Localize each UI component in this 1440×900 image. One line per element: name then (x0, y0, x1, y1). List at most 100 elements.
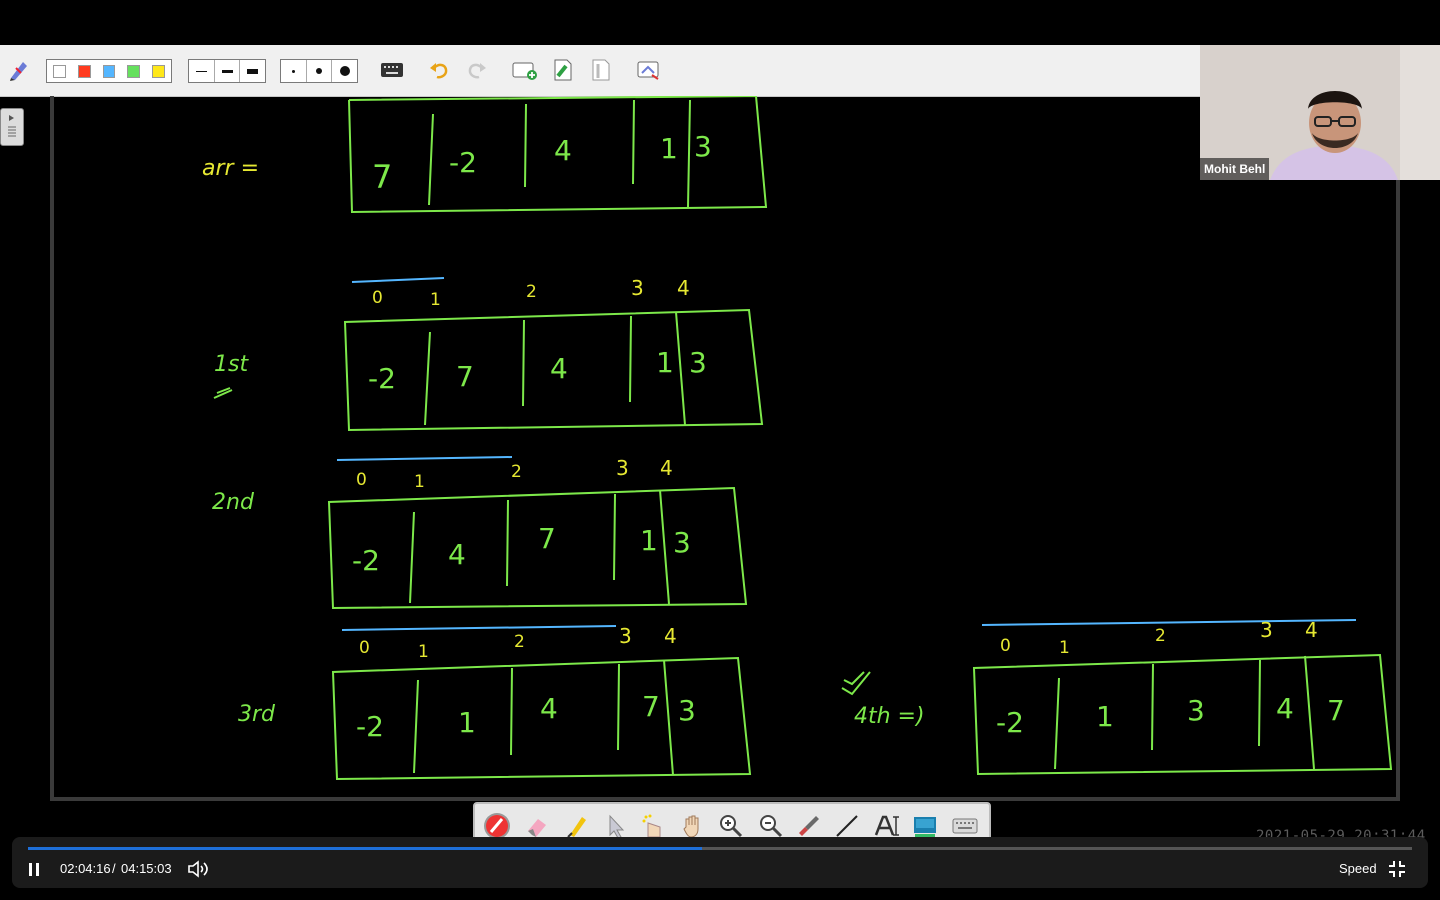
index-label: 4 (677, 276, 690, 300)
index-label: 3 (631, 276, 644, 300)
arr-label: arr = (202, 156, 259, 181)
laser-pointer-icon[interactable] (639, 812, 667, 840)
cell-value: 1 (656, 346, 674, 379)
page-forward-icon[interactable] (550, 57, 576, 83)
screenshot-icon[interactable] (636, 57, 662, 83)
sorted-marker-3rd (341, 625, 617, 631)
zoom-in-icon[interactable] (717, 812, 745, 840)
cell-value: -2 (356, 710, 384, 743)
row-1st-box (343, 308, 764, 432)
side-panel-toggle[interactable] (0, 108, 24, 146)
check-mark (841, 671, 871, 696)
cell-value: 4 (540, 692, 558, 725)
color-green[interactable] (127, 64, 141, 78)
keyboard-icon[interactable] (379, 57, 405, 83)
highlighter-icon[interactable] (563, 812, 591, 840)
index-label: 3 (1260, 618, 1273, 642)
arr-value: 4 (554, 134, 572, 167)
dot-size-picker (280, 59, 358, 83)
row-2nd-box (327, 486, 748, 610)
index-label: 4 (1305, 618, 1318, 642)
cell-value: 4 (550, 352, 568, 385)
color-yellow[interactable] (152, 64, 165, 78)
whiteboard-drawing (213, 96, 1393, 781)
index-label: 1 (418, 642, 429, 662)
arr-value: -2 (449, 146, 477, 179)
brush-icon[interactable] (795, 812, 823, 840)
row-3rd-box (331, 656, 752, 781)
hand-pan-icon[interactable] (679, 812, 707, 840)
row-4th-box (972, 653, 1393, 776)
video-player-controls: 02:04:16 / 04:15:03 Speed (12, 837, 1428, 888)
cell-value: 4 (1276, 692, 1294, 725)
time-separator: / (112, 861, 116, 876)
cell-value: -2 (352, 544, 380, 577)
sorted-marker-2nd (336, 456, 513, 461)
row-label: 4th =) (854, 704, 925, 729)
total-time: 04:15:03 (121, 861, 172, 876)
exit-fullscreen-button[interactable] (1387, 859, 1407, 879)
zoom-out-icon[interactable] (757, 812, 785, 840)
line-thick[interactable] (240, 60, 265, 82)
index-label: 3 (616, 456, 629, 480)
redo-icon[interactable] (464, 57, 490, 83)
presenter-name: Mohit Behl (1200, 158, 1270, 180)
row-3rd-dividers (413, 659, 674, 776)
cell-value: 1 (640, 524, 658, 557)
index-label: 2 (514, 632, 525, 652)
cell-value: 7 (456, 360, 474, 393)
dot-medium[interactable] (307, 60, 333, 82)
pen-off-icon[interactable] (483, 812, 511, 840)
index-label: 1 (414, 472, 425, 492)
row-1st-dividers (424, 311, 686, 426)
seek-bar-progress (28, 847, 702, 850)
index-label: 1 (1059, 638, 1070, 658)
line-tool-icon[interactable] (833, 812, 861, 840)
color-red[interactable] (77, 64, 91, 78)
cell-value: -2 (996, 706, 1024, 739)
speed-button[interactable]: Speed (1339, 861, 1377, 876)
text-tool-icon[interactable] (873, 812, 901, 840)
keyboard-input-icon[interactable] (951, 812, 979, 840)
index-label: 2 (1155, 626, 1166, 646)
cell-value: 3 (689, 346, 707, 379)
color-blue[interactable] (102, 64, 116, 78)
pause-button[interactable] (26, 860, 42, 878)
pause-icon (29, 863, 39, 876)
arr-dividers (428, 99, 691, 208)
image-tool-icon[interactable] (911, 812, 939, 840)
pen-settings-icon[interactable] (6, 57, 32, 83)
presenter-image (1200, 45, 1440, 180)
seek-bar[interactable] (28, 847, 1412, 850)
eraser-icon[interactable] (523, 812, 551, 840)
index-label: 2 (511, 462, 522, 482)
row-label: 2nd (212, 490, 254, 515)
line-medium[interactable] (215, 60, 241, 82)
page-back-icon[interactable] (588, 57, 614, 83)
volume-button[interactable] (186, 859, 210, 879)
arr-value: 3 (694, 130, 712, 163)
index-label: 0 (359, 638, 370, 658)
presenter-video[interactable]: Mohit Behl (1200, 45, 1440, 180)
underline-1st (213, 387, 233, 399)
index-label: 3 (619, 624, 632, 648)
index-label: 4 (664, 624, 677, 648)
undo-icon[interactable] (426, 57, 452, 83)
cell-value: 3 (673, 526, 691, 559)
add-page-icon[interactable] (512, 57, 538, 83)
arr-array-box (348, 96, 768, 214)
index-label: 0 (1000, 636, 1011, 656)
line-thin[interactable] (189, 60, 215, 82)
dot-small[interactable] (281, 60, 307, 82)
cell-value: 7 (1327, 694, 1345, 727)
row-2nd-dividers (409, 489, 670, 605)
arr-value: 1 (660, 132, 678, 165)
index-label: 2 (526, 282, 537, 302)
whiteboard-canvas[interactable]: arr = 7 -2 4 1 3 1st 0 1 2 3 4 -2 7 4 1 … (50, 96, 1400, 801)
cell-value: -2 (368, 362, 396, 395)
dot-large[interactable] (332, 60, 357, 82)
row-4th-dividers (1054, 655, 1315, 770)
pointer-icon[interactable] (601, 812, 629, 840)
color-white[interactable] (53, 64, 66, 78)
exit-fullscreen-icon (1389, 861, 1405, 877)
